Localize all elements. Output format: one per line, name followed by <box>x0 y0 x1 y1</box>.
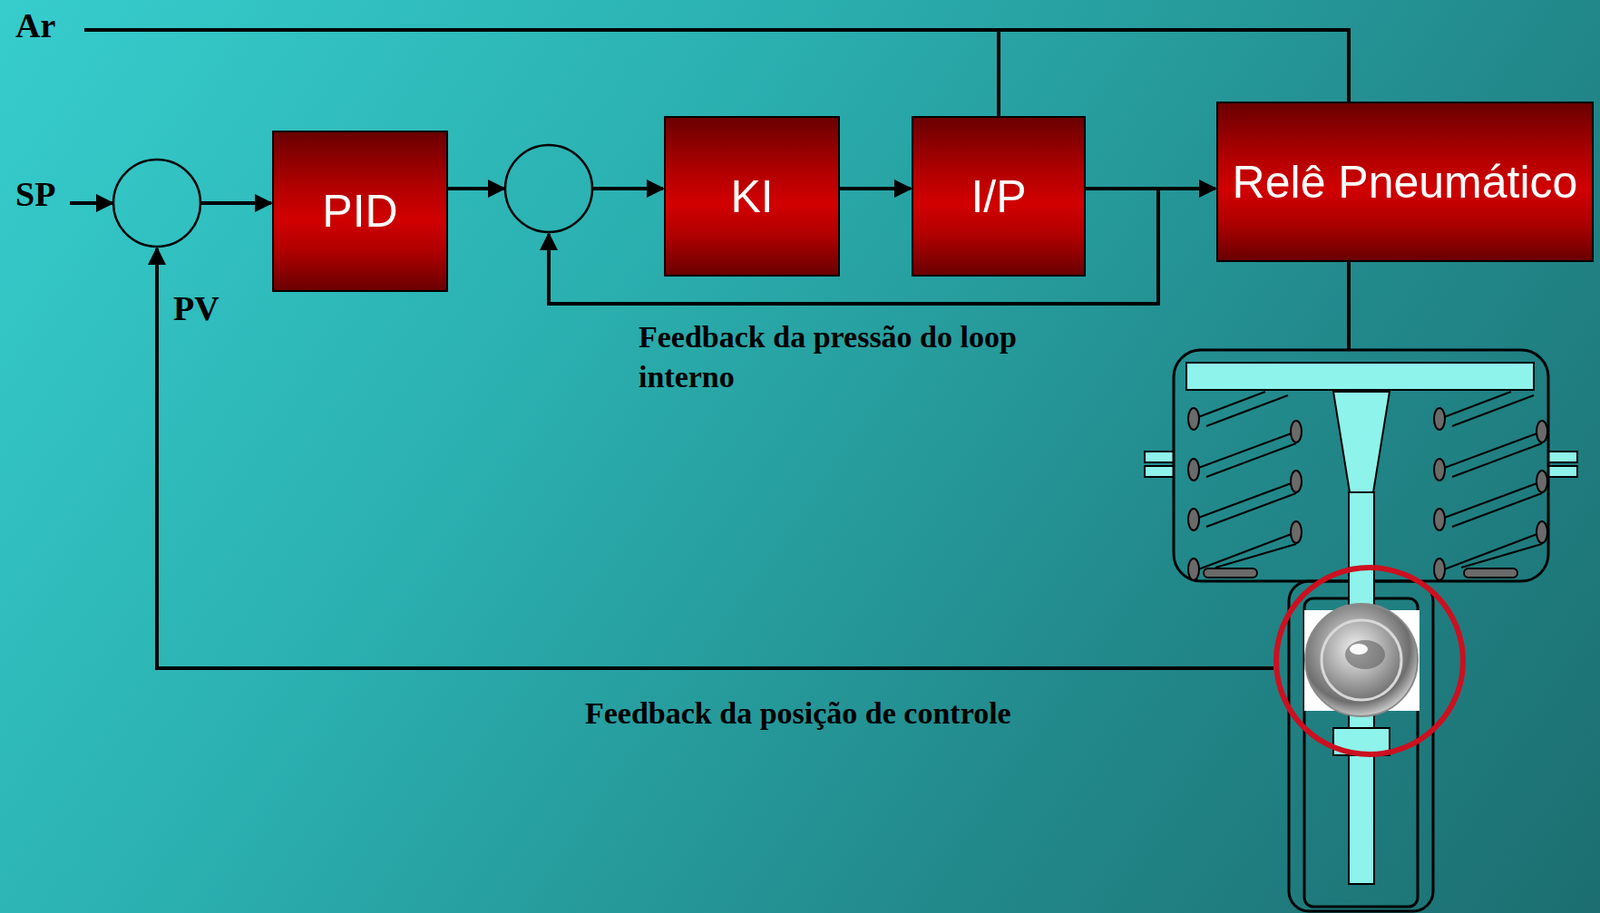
box-label: PID <box>321 185 398 238</box>
sensor-disc <box>1345 640 1386 670</box>
spring-end <box>1188 458 1200 481</box>
spring-coil <box>1439 532 1542 572</box>
spring-seat <box>1463 568 1518 578</box>
air-line <box>996 29 1001 117</box>
spring-end <box>1536 521 1548 544</box>
spring-coil <box>1452 493 1542 527</box>
spring-coil <box>1439 391 1512 420</box>
spring-coil <box>1206 395 1288 427</box>
sensor-disc <box>1321 620 1402 701</box>
air-line <box>84 29 1349 102</box>
spring-end <box>1536 420 1548 443</box>
signal-arrow <box>592 186 664 191</box>
spring-coil <box>1193 532 1297 572</box>
signal-connector <box>1085 186 1216 191</box>
spring-end <box>1290 521 1302 544</box>
valve-actuator <box>1144 350 1578 912</box>
spring-end <box>1290 420 1302 443</box>
process-box: PID <box>272 130 449 293</box>
signal-label: PV <box>173 286 220 332</box>
signal-connector <box>839 186 911 191</box>
spring-coil <box>1206 443 1297 478</box>
housing-tab <box>1548 451 1578 463</box>
spring-coil <box>1193 481 1297 520</box>
spring-coil <box>1193 391 1266 420</box>
spring-coil <box>1206 493 1297 527</box>
spring-end <box>1188 508 1200 531</box>
spring-coil <box>1452 395 1534 427</box>
spring-end <box>1536 470 1548 493</box>
housing-tab <box>1548 466 1578 478</box>
signal-arrow <box>200 201 272 205</box>
signal-label: Feedback da pressão do loop interno <box>638 317 1074 398</box>
spring-end <box>1434 458 1445 481</box>
spring-coil <box>1461 544 1542 568</box>
box-label: I/P <box>970 170 1026 224</box>
diaphragm-plate <box>1186 362 1534 391</box>
housing-tab <box>1144 466 1174 478</box>
process-box: KI <box>663 116 840 277</box>
feedback-line <box>156 248 1274 669</box>
sensor-disc <box>1305 604 1418 717</box>
highlight-circle <box>1276 567 1464 755</box>
spring-end <box>1434 508 1445 531</box>
spring <box>1188 391 1302 581</box>
signal-arrow <box>448 186 505 191</box>
housing-tab <box>1144 451 1174 463</box>
spring-seat <box>1203 568 1258 578</box>
signal-arrow <box>69 201 113 205</box>
spring-coil <box>1439 481 1542 520</box>
spring-end <box>1188 408 1200 430</box>
spring-coil <box>1439 431 1542 470</box>
stem-coupler <box>1333 391 1390 493</box>
summing-junction <box>113 159 201 247</box>
process-box: Relê Pneumático <box>1216 101 1594 263</box>
box-label: Relê Pneumático <box>1232 156 1579 209</box>
spring-end <box>1434 408 1445 430</box>
process-box: I/P <box>911 116 1086 277</box>
spring-coil <box>1452 443 1542 478</box>
spring-coil <box>1193 431 1297 470</box>
box-label: KI <box>730 170 773 224</box>
sensor-disc <box>1349 643 1368 655</box>
spring-end <box>1434 558 1445 581</box>
spring-coil <box>1215 544 1297 568</box>
signal-label: Feedback da posição de controle <box>585 693 1012 734</box>
air-line <box>1346 262 1351 351</box>
spring <box>1434 391 1548 581</box>
signal-label: Ar <box>15 3 56 49</box>
spring-end <box>1188 558 1200 581</box>
signal-label: SP <box>15 172 56 217</box>
spring-end <box>1290 470 1302 493</box>
summing-junction <box>505 145 593 233</box>
